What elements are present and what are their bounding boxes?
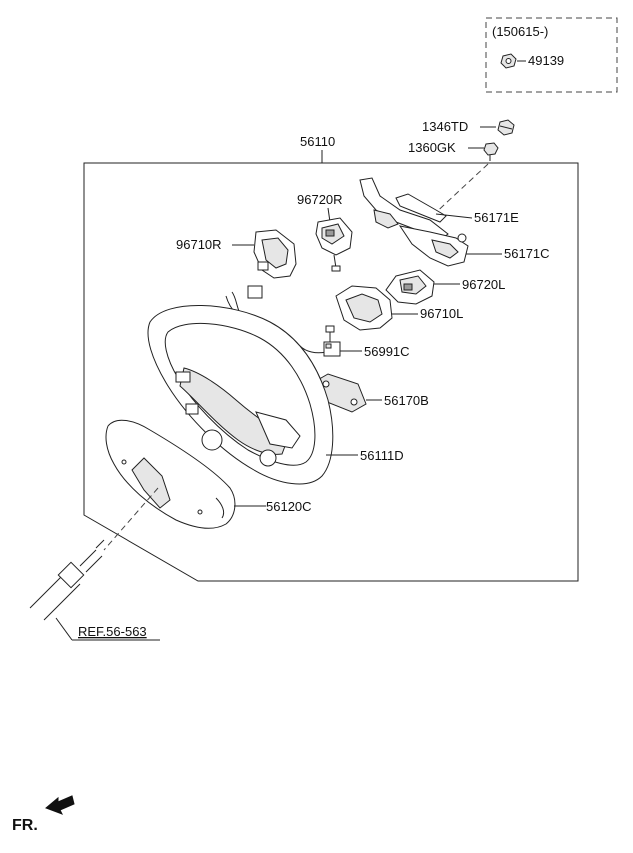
label-1346TD: 1346TD	[422, 119, 468, 134]
switch-96710R-icon	[253, 229, 297, 279]
inset-date-label: (150615-)	[492, 24, 548, 39]
label-56991C: 56991C	[364, 344, 410, 359]
label-96710R: 96710R	[176, 237, 222, 252]
steering-column-icon	[29, 539, 105, 621]
reference-label: REF.56-563	[78, 624, 147, 639]
front-label: FR.	[12, 817, 38, 834]
label-1360GK: 1360GK	[408, 140, 456, 155]
inset-box	[485, 17, 618, 93]
switch-96710L-icon	[335, 285, 393, 331]
label-56170B: 56170B	[384, 393, 429, 408]
label-56171E: 56171E	[474, 210, 519, 225]
bracket-56171C-icon	[398, 225, 469, 267]
label-96720L: 96720L	[462, 277, 505, 292]
switch-96720L-icon	[385, 269, 435, 305]
label-96710L: 96710L	[420, 306, 463, 321]
bolt-1360GK-icon	[483, 142, 499, 161]
label-56110: 56110	[300, 134, 335, 149]
steering-wheel-56111D-icon	[147, 305, 334, 485]
front-arrow-icon	[45, 795, 75, 815]
cover-56120C-icon	[105, 419, 236, 529]
inset-nut-icon	[500, 53, 517, 69]
assembly-frame	[83, 162, 579, 582]
nut-1346TD-icon	[497, 119, 515, 136]
switch-96720R-icon	[315, 217, 353, 272]
label-56120C: 56120C	[266, 499, 312, 514]
label-96720R: 96720R	[297, 192, 343, 207]
label-56171C: 56171C	[504, 246, 550, 261]
inset-part-label: 49139	[528, 53, 564, 68]
label-56111D: 56111D	[360, 448, 404, 463]
